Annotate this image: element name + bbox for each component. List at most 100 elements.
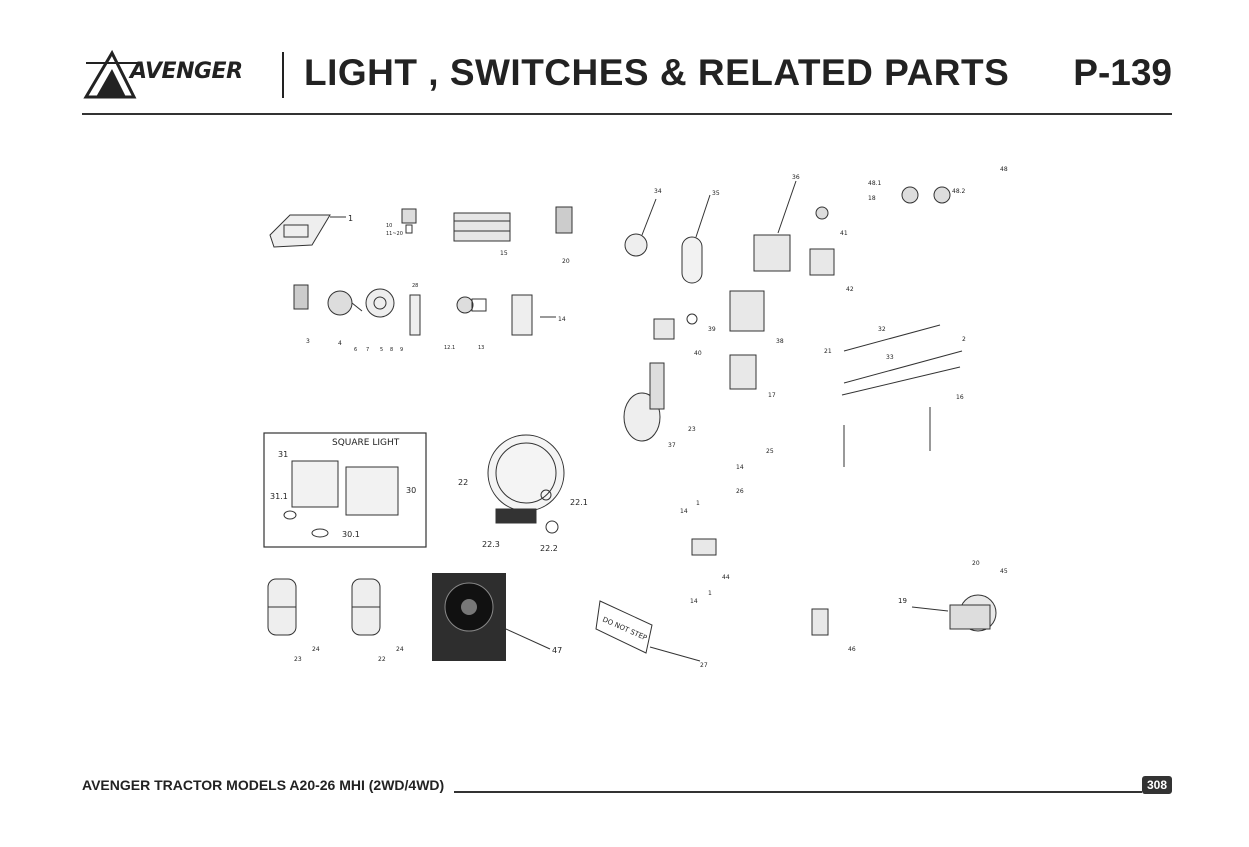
part-rocker-switch: [293, 284, 309, 310]
callout-23-b: 23: [294, 656, 302, 663]
callout-38: 38: [776, 338, 784, 345]
callout-20: 20: [562, 258, 570, 265]
callout-40: 40: [694, 350, 702, 357]
part-ignition-key: [327, 290, 363, 316]
part-gauge: [365, 288, 395, 318]
callout-24-a: 24: [312, 646, 320, 653]
callout-48: 48: [1000, 166, 1008, 173]
callout-14-c: 14: [680, 508, 688, 515]
callout-11-20: 11~20: [386, 231, 403, 237]
logo-text: AVENGER: [130, 59, 243, 84]
callout-24-b: 24: [396, 646, 404, 653]
callout-14-b: 14: [736, 464, 744, 471]
callout-23-a: 23: [688, 426, 696, 433]
callout-36: 36: [792, 174, 800, 181]
part-connector-44: [691, 538, 717, 556]
square-light-label: SQUARE LIGHT: [332, 438, 400, 448]
page-header: AVENGER LIGHT , SWITCHES & RELATED PARTS…: [82, 40, 1172, 115]
callout-18-a: 18: [868, 195, 876, 202]
part-small-relay: [401, 208, 417, 234]
page-number-badge: 308: [1141, 776, 1172, 794]
part-switch: [555, 206, 573, 234]
page-code: P-139: [1073, 52, 1172, 93]
callout-48-1: 48.1: [868, 180, 882, 187]
part-side-lamp: [511, 294, 556, 336]
avenger-logo: AVENGER: [82, 45, 272, 101]
callout-37: 37: [668, 442, 676, 449]
callout-22: 22: [458, 478, 468, 487]
header-divider: [282, 52, 284, 98]
callout-1-b: 1: [696, 500, 700, 507]
part-panel-light: [269, 214, 346, 248]
callout-39: 39: [708, 326, 716, 333]
part-battery-switch-45: [911, 594, 997, 632]
part-bulb-48: [901, 186, 951, 204]
callout-13: 13: [478, 345, 484, 351]
part-module-38: [729, 290, 765, 332]
callout-10: 10: [386, 223, 392, 229]
callout-9: 9: [400, 347, 403, 353]
callout-46: 46: [848, 646, 856, 653]
callout-20-b: 20: [972, 560, 980, 567]
parts-diagram: 1 10 11~20 15 20 3 4 6 7 5 8 9 28: [250, 155, 1030, 685]
footer-model-text: AVENGER TRACTOR MODELS A20-26 MHI (2WD/4…: [82, 777, 445, 793]
callout-48-2: 48.2: [952, 188, 966, 195]
callout-5: 5: [380, 347, 383, 353]
callout-42: 42: [846, 286, 854, 293]
part-tail-lamp-left: [267, 578, 297, 636]
header-rule: [82, 113, 1172, 115]
part-combination-switch-photo: [432, 573, 551, 661]
callout-1: 1: [348, 214, 353, 223]
callout-14-d: 14: [690, 598, 698, 605]
page-footer: AVENGER TRACTOR MODELS A20-26 MHI (2WD/4…: [82, 776, 1172, 798]
callout-22-2: 22.2: [540, 544, 558, 553]
callout-22-1: 22.1: [570, 498, 588, 507]
callout-47: 47: [552, 646, 562, 655]
callout-35: 35: [712, 190, 720, 197]
callout-26: 26: [736, 488, 744, 495]
do-not-step-sticker: [595, 600, 701, 662]
callout-33: 33: [886, 354, 894, 361]
part-relay-36: [753, 180, 797, 272]
callout-22-3: 22.3: [482, 540, 500, 549]
part-bracket-28: [409, 294, 421, 336]
part-socket: [456, 296, 487, 314]
callout-17: 17: [768, 392, 776, 399]
callout-14-a: 14: [558, 316, 566, 323]
callout-41: 41: [840, 230, 848, 237]
callout-4: 4: [338, 340, 342, 347]
part-relay-42: [809, 248, 835, 276]
callout-45: 45: [1000, 568, 1008, 575]
part-fuse-box: [453, 212, 511, 242]
part-tail-lamp-right: [351, 578, 381, 636]
callout-31: 31: [278, 450, 288, 459]
part-round-light-22: [487, 434, 565, 534]
callout-8: 8: [390, 347, 393, 353]
page-title: LIGHT , SWITCHES & RELATED PARTS: [304, 52, 1010, 93]
callout-30: 30: [406, 486, 416, 495]
part-socket-46: [811, 608, 829, 636]
callout-12-1: 12.1: [444, 345, 455, 351]
callout-22-b: 22: [378, 656, 386, 663]
callout-7: 7: [366, 347, 369, 353]
callout-16: 16: [956, 394, 964, 401]
callout-30-1: 30.1: [342, 530, 360, 539]
callout-32: 32: [878, 326, 886, 333]
part-relay-40: [653, 313, 698, 340]
callout-2: 2: [962, 336, 966, 343]
part-flasher-17: [729, 354, 757, 390]
part-rod-assembly: [841, 324, 963, 467]
part-grommet: [815, 206, 829, 220]
square-light-inset: [263, 432, 427, 548]
callout-3: 3: [306, 338, 310, 345]
callout-34: 34: [654, 188, 662, 195]
part-work-lamp-37: [623, 362, 665, 442]
callout-15: 15: [500, 250, 508, 257]
callout-25: 25: [766, 448, 774, 455]
callout-6: 6: [354, 347, 357, 353]
callout-28: 28: [412, 283, 418, 289]
callout-44: 44: [722, 574, 730, 581]
callout-31-1: 31.1: [270, 492, 288, 501]
callout-27: 27: [700, 662, 708, 669]
part-lamp-bulb: [681, 194, 711, 284]
